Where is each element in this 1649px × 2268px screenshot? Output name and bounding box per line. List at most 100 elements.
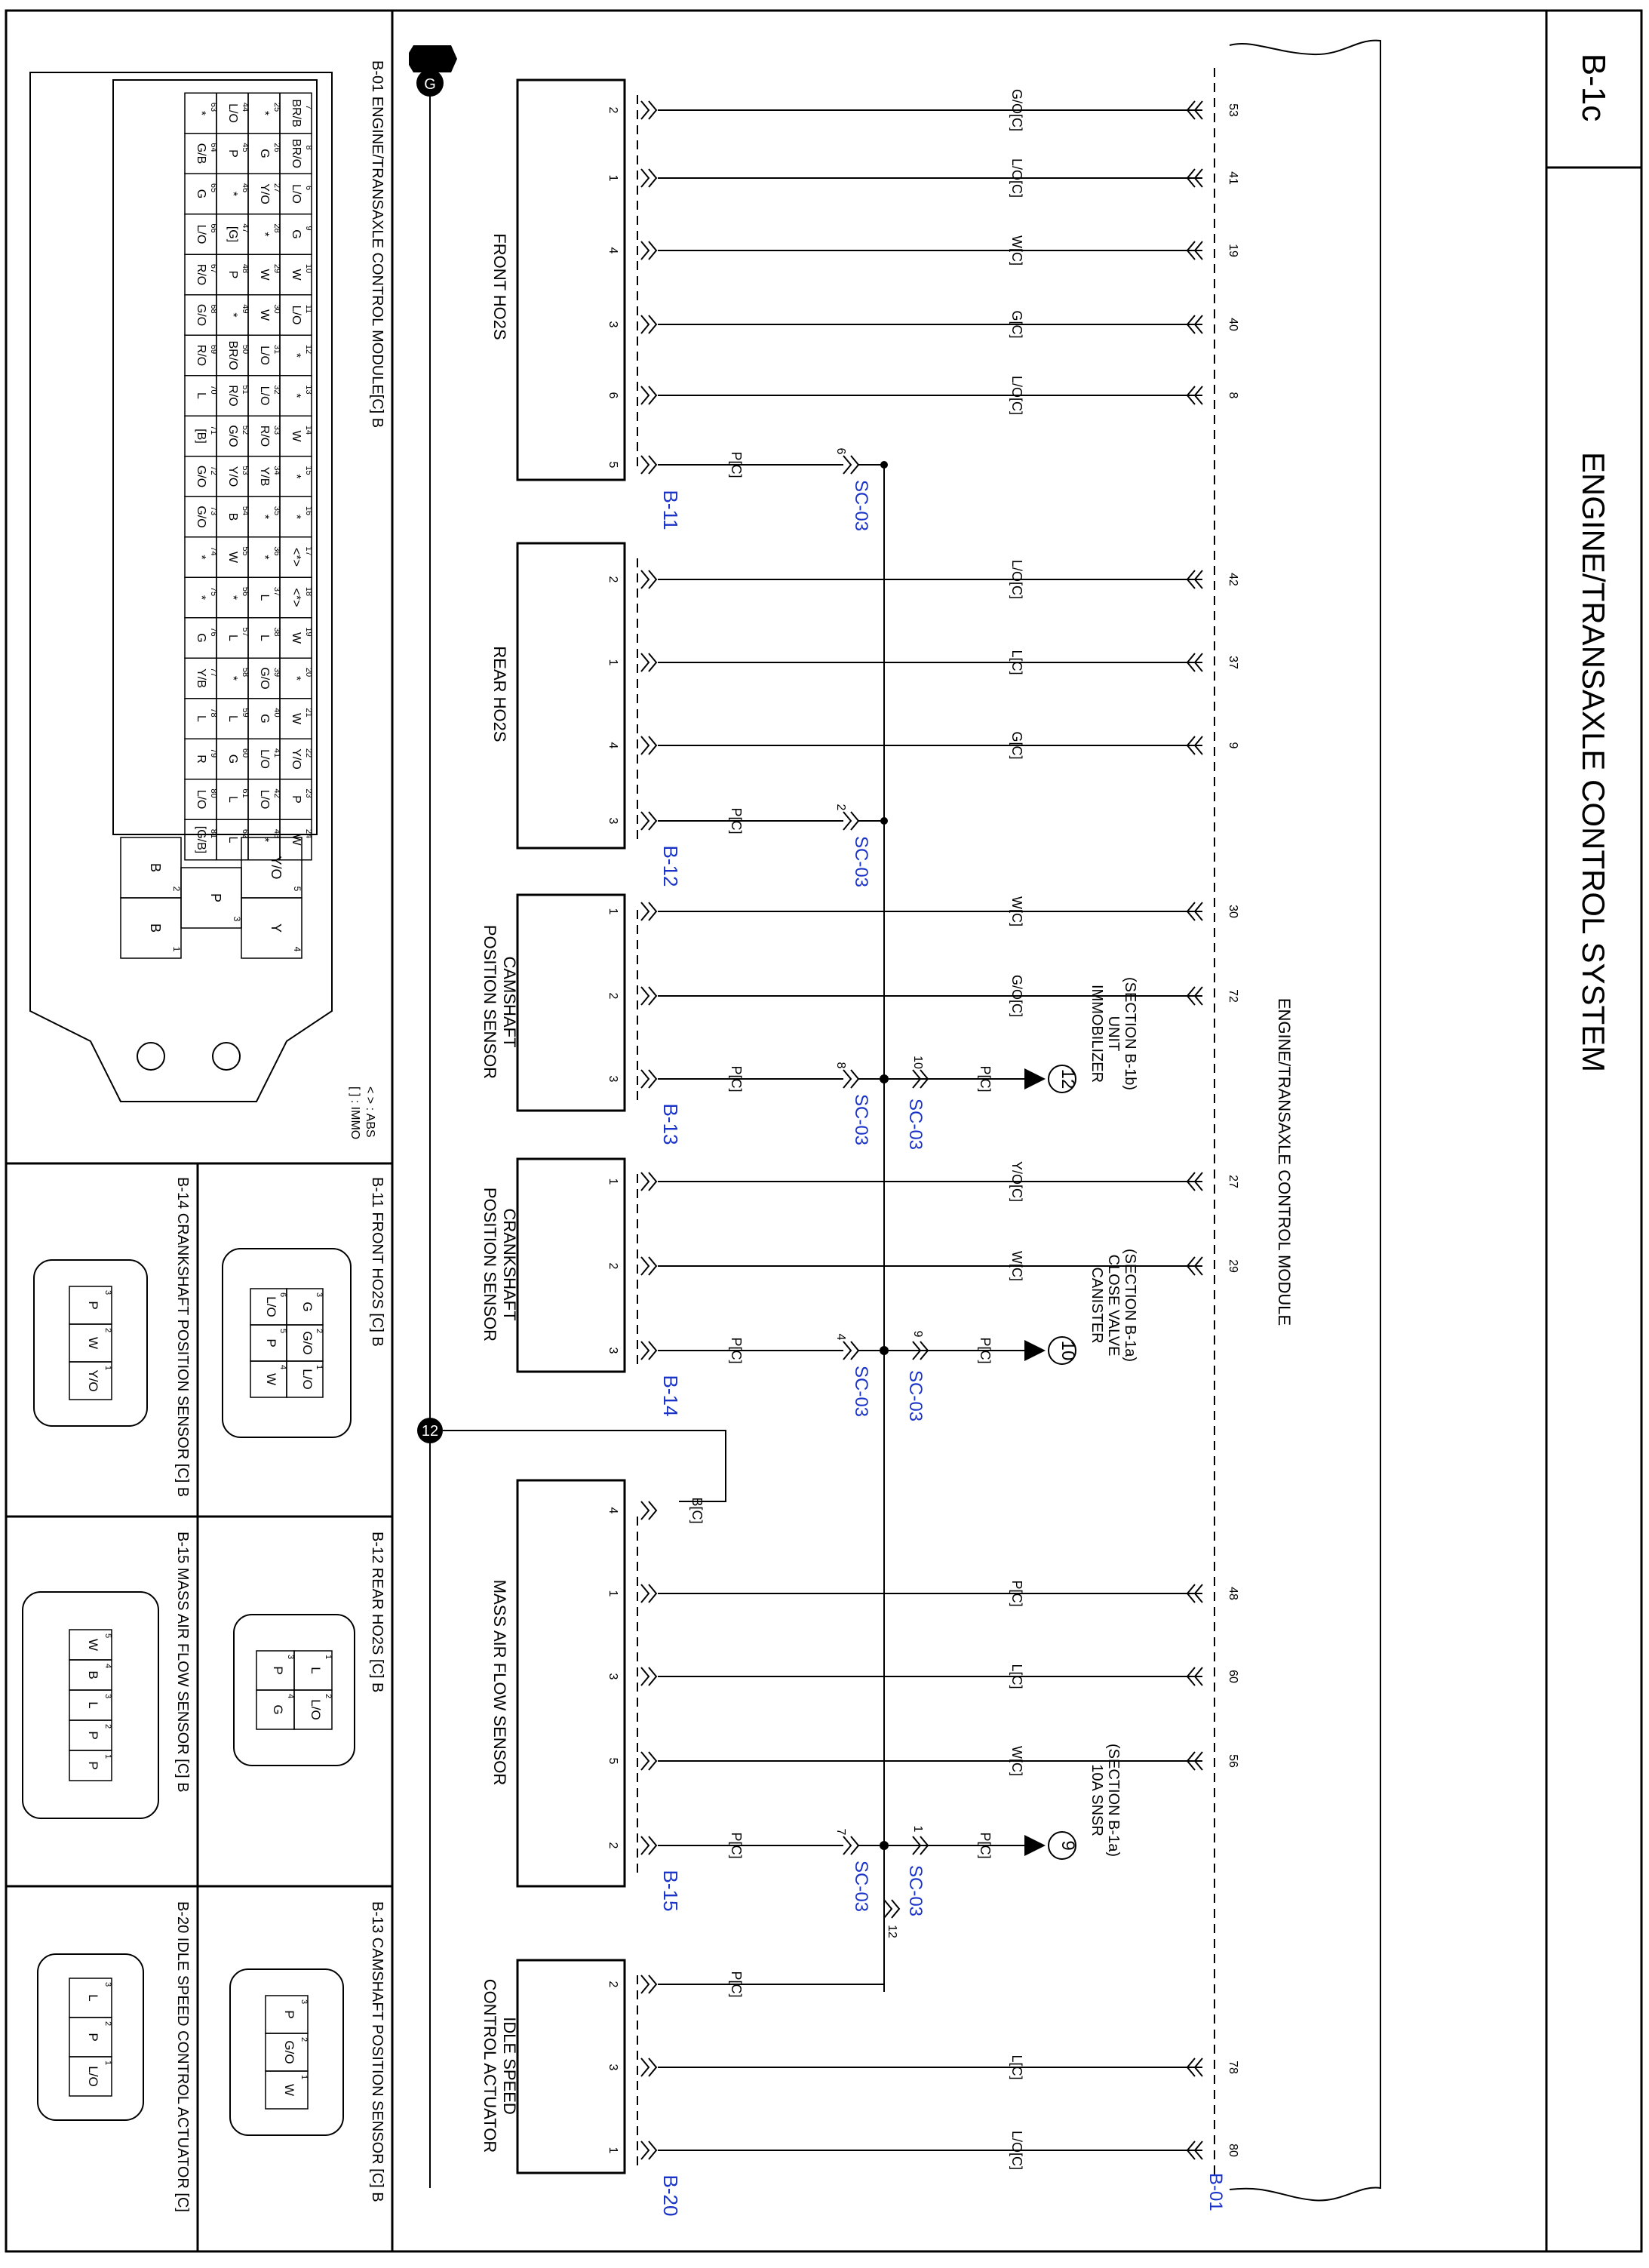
- splice-label: SC-03: [905, 1865, 926, 1916]
- iac-box: [516, 1959, 626, 2174]
- reference-text: (SECTION B-1b): [1122, 977, 1138, 1090]
- b01-pin-color: *: [226, 192, 239, 196]
- connector-chevron-icon: [648, 736, 658, 755]
- b01-pin-number: 49: [241, 304, 250, 313]
- b01-pin-color: [B]: [195, 429, 207, 444]
- wire-color-label: Y/O[C]: [1009, 1161, 1024, 1202]
- rear_ho2s-label: REAR HO2S: [490, 646, 509, 742]
- wire-color-label: P[C]: [729, 1337, 744, 1363]
- connector-chevron-icon: [640, 1501, 650, 1520]
- b01-pin-color: BR/B: [290, 99, 302, 127]
- connector-chevron-icon: [648, 1069, 658, 1089]
- splice-label: SC-03: [851, 836, 871, 887]
- b01-pin-number: 77: [209, 668, 218, 677]
- b01-pin-number: 61: [241, 788, 250, 797]
- splice-junction-dot: [880, 461, 888, 469]
- wire-color-label: L/O[C]: [1009, 376, 1024, 415]
- ecm-chevron-icon: [1186, 1584, 1196, 1603]
- maf-pin-number: 3: [606, 1673, 619, 1680]
- connector-chevron-icon: [648, 1501, 658, 1520]
- iac-pin-number: 3: [606, 2064, 619, 2071]
- b01-pin-number: 33: [272, 426, 281, 435]
- b01-pin-color: L: [226, 796, 239, 803]
- wire-color-label: P[C]: [978, 1832, 993, 1858]
- front_ho2s-pin-number: 3: [606, 321, 619, 328]
- b20-connector-view-pin-number: 1: [103, 2061, 112, 2065]
- b12-connector-view-pin-cell: [256, 1689, 295, 1730]
- b01-pin-number: 71: [209, 426, 218, 435]
- b01-pin-number: 10: [304, 264, 313, 273]
- b01-pin-number: 14: [304, 426, 313, 435]
- connector-chevron-icon: [648, 1584, 658, 1603]
- b11-connector-view-pin-number: 6: [278, 1292, 287, 1297]
- wire-color-label: G[C]: [1009, 310, 1024, 338]
- connector-views-layer: B-01 ENGINE/TRANSAXLE CONTROL MODULE[C] …: [22, 60, 385, 2212]
- b01-pin-number: 51: [241, 385, 250, 394]
- b01-pin-number: 25: [272, 103, 281, 112]
- connector-chevron-icon: [640, 1836, 650, 1855]
- ecm-chevron-icon: [1186, 1751, 1196, 1771]
- b01-pin-color: R/O: [226, 385, 239, 406]
- ecm-pin-number: 53: [1227, 103, 1239, 117]
- b11-connector-view-pin-number: 2: [315, 1329, 324, 1333]
- connector-chevron-icon: [640, 1341, 650, 1360]
- wire-color-label: G/O[C]: [1009, 89, 1024, 131]
- connector-chevron-icon: [648, 386, 658, 405]
- b11-connector-view-pin-color: G/O: [300, 1331, 315, 1354]
- b01-pin-number: 54: [241, 506, 250, 515]
- ecm-chevron-icon: [1193, 1667, 1203, 1686]
- splice-pin-number: 2: [834, 804, 847, 811]
- b14-connector-view-pin-cell: [69, 1361, 112, 1400]
- splice-chevron-icon: [850, 1836, 860, 1855]
- ecm-connector-label: B-01: [1205, 2173, 1226, 2211]
- b01-power-pin-color: Y: [269, 923, 284, 933]
- ecm-chevron-icon: [1193, 2140, 1203, 2160]
- b01-pin-color: L/O: [258, 386, 271, 406]
- cmp-pin-number: 1: [606, 908, 619, 915]
- ecm-chevron-icon: [1186, 570, 1196, 589]
- b01-pin-number: 46: [241, 183, 250, 192]
- b15-connector-view-pin-number: 4: [103, 1664, 112, 1668]
- b01-pin-color: *: [226, 312, 239, 317]
- front_ho2s-connector-label: B-11: [659, 490, 682, 530]
- b01-pin-number: 27: [272, 183, 281, 192]
- connector-chevron-icon: [648, 1751, 658, 1771]
- b01-pin-color: G/B: [195, 143, 207, 164]
- connector-chevron-icon: [640, 455, 650, 475]
- b01-pin-color: W: [290, 834, 302, 846]
- b01-pin-number: 20: [304, 668, 313, 677]
- splice-chevron-icon: [843, 455, 852, 475]
- ecm-chevron-icon: [1193, 168, 1203, 188]
- splice-chevron-icon: [843, 1341, 852, 1360]
- b01-pin-color: W: [290, 430, 302, 442]
- ecm-pin-number: 9: [1227, 742, 1239, 749]
- b11-connector-view-pin-number: 4: [278, 1365, 287, 1369]
- b01-power-pin-color: Y/O: [269, 856, 284, 879]
- connector-chevron-icon: [640, 168, 650, 188]
- b01-mount-hole: [137, 1042, 165, 1071]
- b01-pin-number: 66: [209, 223, 218, 232]
- b15-connector-view-pin-color: L: [86, 1701, 100, 1708]
- b12-connector-view-pin-color: L: [309, 1667, 323, 1673]
- b01-pin-number: 48: [241, 264, 250, 273]
- b01-pin-number: 6: [304, 186, 313, 190]
- b14-view-title: B-14 CRANKSHAFT POSITION SENSOR [C] B: [174, 1177, 191, 1497]
- b01-pin-color: L: [226, 715, 239, 722]
- connector-chevron-icon: [648, 811, 658, 831]
- b01-power-pin-number: 2: [171, 887, 182, 892]
- connector-chevron-icon: [648, 241, 658, 260]
- b01-pin-color: G: [258, 149, 271, 158]
- ecm-chevron-icon: [1186, 1256, 1196, 1276]
- wire-color-label: P[C]: [729, 1065, 744, 1092]
- ecm-chevron-icon: [1193, 315, 1203, 334]
- b13-connector-view-shell: [229, 1968, 344, 2136]
- ecm-chevron-icon: [1193, 736, 1203, 755]
- b01-pin-color: <*>: [290, 548, 302, 567]
- reference-text: (SECTION B-1a): [1122, 1249, 1138, 1362]
- b20-connector-view-pin-color: P: [86, 2033, 100, 2041]
